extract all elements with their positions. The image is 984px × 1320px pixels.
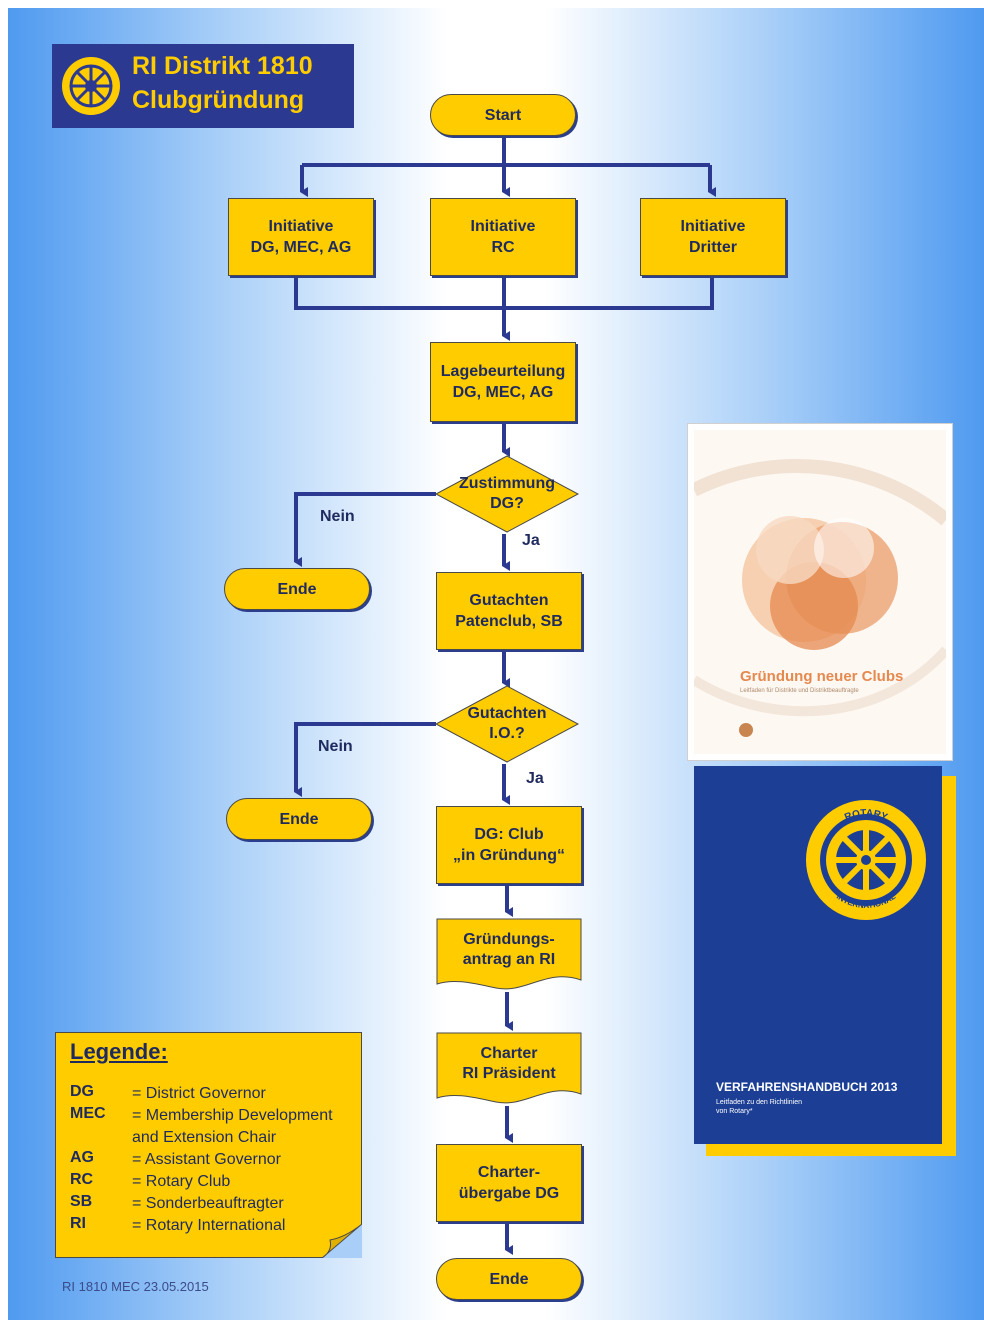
title-line-2: Clubgründung <box>132 86 305 114</box>
legend-desc: = Rotary International <box>132 1217 286 1234</box>
application-label: Gründungs- antrag an RI <box>462 931 556 968</box>
initiative-third-box: Initiative Dritter <box>640 198 786 276</box>
book2-title: VERFAHRENSHANDBUCH 2013 <box>716 1080 898 1094</box>
sponsor-report-box: Gutachten Patenclub, SB <box>436 572 582 650</box>
connector-no2 <box>294 722 436 797</box>
legend-desc: = Rotary Club <box>132 1173 231 1190</box>
end-node-1: Ende <box>224 568 370 610</box>
decision-approval-label: Zustimmung DG? <box>459 475 555 512</box>
end-node-final: Ende <box>436 1258 582 1300</box>
legend-row: RC = Rotary Club <box>70 1171 360 1193</box>
legend-row: SB = Sonderbeauftragter <box>70 1193 360 1215</box>
circles-logo-icon <box>694 459 946 737</box>
legend-abbr: MEC <box>70 1105 106 1122</box>
decision-report-label: Gutachten I.O.? <box>467 705 547 742</box>
legend-heading: Legende: <box>70 1039 168 1064</box>
title-line-1: RI Distrikt 1810 <box>132 52 313 80</box>
decision-report-ok: Gutachten I.O.? <box>434 684 580 764</box>
end-node-2: Ende <box>226 798 372 840</box>
book-cover-founding-guide: Gründung neuer Clubs Leitfaden für Distr… <box>688 424 952 760</box>
start-node: Start <box>430 94 576 136</box>
label-no-2: Nein <box>318 738 353 755</box>
legend-abbr: RI <box>70 1215 86 1232</box>
svg-text:ROTARY: ROTARY <box>843 808 889 824</box>
legend-abbr: RC <box>70 1171 94 1188</box>
charter-president-label: Charter RI Präsident <box>462 1045 556 1082</box>
book2-subtitle: Leitfaden zu den Richtlinien von Rotary* <box>716 1099 803 1115</box>
connector-no1 <box>294 492 436 567</box>
club-forming-box: DG: Club „in Gründung“ <box>436 806 582 884</box>
book1-title: Gründung neuer Clubs <box>740 668 904 685</box>
legend-desc: = Assistant Governor <box>132 1151 281 1168</box>
footer-note: RI 1810 MEC 23.05.2015 <box>62 1279 209 1294</box>
seal-top-text: ROTARY <box>843 808 889 824</box>
page-curl-icon <box>322 1224 362 1258</box>
title-banner: RI Distrikt 1810 Clubgründung <box>52 44 354 128</box>
legend-desc: = Membership Development and Extension C… <box>132 1107 333 1146</box>
charter-president-document: Charter RI Präsident <box>436 1032 582 1108</box>
rotary-wheel-icon <box>62 57 120 115</box>
book1-subtitle: Leitfaden für Distrikte und Distriktbeau… <box>740 688 859 694</box>
charter-handover-box: Charter- übergabe DG <box>436 1144 582 1222</box>
legend-abbr: DG <box>70 1083 94 1100</box>
initiative-rc-box: Initiative RC <box>430 198 576 276</box>
legend-row: DG = District Governor <box>70 1083 360 1105</box>
legend-desc: = District Governor <box>132 1085 266 1102</box>
legend-box: Legende: DG = District Governor MEC = Me… <box>55 1032 362 1258</box>
label-yes-2: Ja <box>526 770 544 787</box>
flowchart-canvas: RI Distrikt 1810 Clubgründung Start Init… <box>8 8 984 1320</box>
label-yes-1: Ja <box>522 532 540 549</box>
rotary-seal-icon: ROTARY INTERNATIONAL <box>806 800 926 920</box>
decision-approval-dg: Zustimmung DG? <box>434 454 580 534</box>
book-cover-procedure-manual: ROTARY INTERNATIONAL VERFAHRENSHANDBUCH … <box>694 766 942 1144</box>
legend-row: MEC = Membership Development and Extensi… <box>70 1105 360 1146</box>
assessment-box: Lagebeurteilung DG, MEC, AG <box>430 342 576 422</box>
legend-desc: = Sonderbeauftragter <box>132 1195 284 1212</box>
application-document: Gründungs- antrag an RI <box>436 918 582 994</box>
label-no-1: Nein <box>320 508 355 525</box>
legend-abbr: AG <box>70 1149 94 1166</box>
legend-row: RI = Rotary International <box>70 1215 360 1237</box>
legend-abbr: SB <box>70 1193 93 1210</box>
initiative-dg-box: Initiative DG, MEC, AG <box>228 198 374 276</box>
legend-row: AG = Assistant Governor <box>70 1149 360 1171</box>
